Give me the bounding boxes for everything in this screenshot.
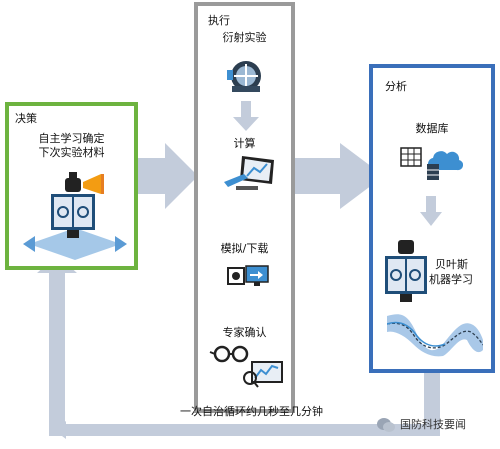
- step-simulate-label: 模拟/下载: [220, 242, 269, 255]
- expert-review-icon: [209, 345, 283, 388]
- robot-learning-icon: [385, 240, 427, 302]
- step-compute-label: 计算: [233, 137, 256, 150]
- decision-desc-line1: 自主学习确定: [38, 132, 105, 145]
- watermark-text: 国防科技要闻: [400, 418, 466, 431]
- decision-desc-line2: 下次实验材料: [38, 146, 105, 159]
- database-label: 数据库: [415, 122, 449, 135]
- decision-title: 决策: [15, 112, 37, 125]
- simulate-download-icon: [227, 265, 269, 286]
- wechat-icon: [377, 418, 395, 432]
- step-expert-label: 专家确认: [222, 326, 267, 339]
- compute-monitor-icon: [224, 156, 274, 190]
- step-diffraction-label: 衍射实验: [222, 31, 267, 44]
- arrow-execution-to-analysis: [284, 143, 384, 209]
- execution-title: 执行: [208, 14, 230, 27]
- diffraction-instrument-icon: [227, 61, 261, 92]
- watermark: 国防科技要闻: [372, 414, 500, 436]
- database-cloud-icon: [400, 147, 463, 180]
- bayes-label-line1: 贝叶斯: [435, 258, 468, 271]
- analysis-title: 分析: [385, 80, 407, 93]
- loop-duration-caption: 一次自治循环约几秒至几分钟: [180, 405, 323, 418]
- step-down-arrow: [233, 101, 259, 131]
- analysis-down-arrow: [420, 196, 442, 226]
- arrow-feedback-head: [54, 421, 66, 439]
- arrow-decision-to-execution: [127, 143, 198, 209]
- execution-panel: 执行 衍射实验 计算 模拟/下载 专家确认: [194, 2, 295, 413]
- decision-panel: 决策 自主学习确定 下次实验材料: [5, 102, 138, 270]
- robot-decision-icon: [23, 172, 127, 260]
- analysis-panel: 分析 数据库 贝叶斯 机器学习: [369, 64, 495, 373]
- gaussian-process-plot-icon: [387, 314, 483, 357]
- bayes-label-line2: 机器学习: [429, 273, 473, 286]
